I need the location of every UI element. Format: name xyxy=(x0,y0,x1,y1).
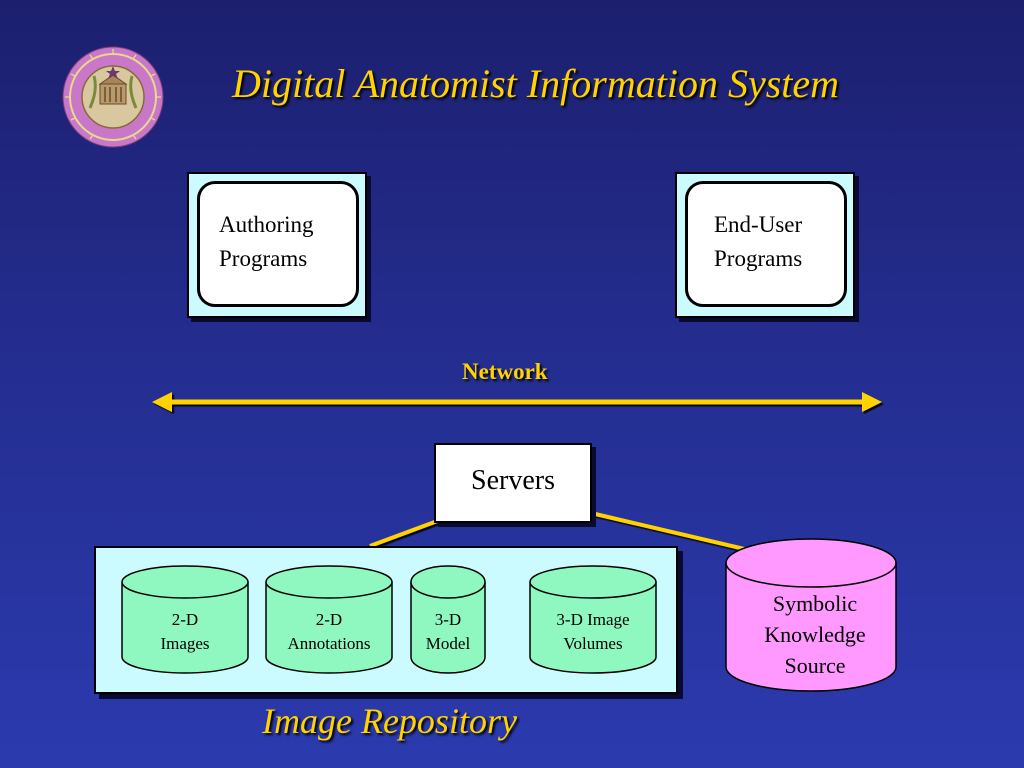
servers-label: Servers xyxy=(471,465,555,496)
label-2d-annotations-line2: Annotations xyxy=(287,634,371,653)
enduser-screen: End-User Programs xyxy=(685,181,847,307)
cylinder-3d-image-volumes xyxy=(529,565,657,674)
authoring-label-line2: Programs xyxy=(219,246,308,271)
cylinder-2d-images xyxy=(121,565,249,674)
cylinder-3d-model xyxy=(410,565,486,674)
knowledge-source-line1: Symbolic xyxy=(772,591,858,616)
knowledge-source-cylinder xyxy=(725,538,897,692)
label-2d-images: 2-D Images xyxy=(135,608,235,656)
authoring-screen: Authoring Programs xyxy=(197,181,359,307)
knowledge-source-line3: Source xyxy=(784,653,846,678)
image-repository-box: 2-D Images 2-D Annotations 3-D Model 3-D… xyxy=(94,546,678,694)
authoring-label-line1: Authoring xyxy=(219,212,314,237)
enduser-label-line1: End-User xyxy=(714,212,803,237)
label-3d-model: 3-D Model xyxy=(408,608,488,656)
knowledge-source-label: Symbolic Knowledge Source xyxy=(730,588,900,681)
label-3d-image-volumes-line1: 3-D Image xyxy=(556,610,630,629)
university-seal-icon xyxy=(62,46,164,148)
repository-connector xyxy=(369,518,441,548)
enduser-programs-box: End-User Programs xyxy=(675,172,855,318)
label-3d-model-line1: 3-D xyxy=(434,610,462,629)
label-3d-image-volumes-line2: Volumes xyxy=(563,634,623,653)
servers-box: Servers xyxy=(434,443,592,523)
enduser-label-line2: Programs xyxy=(714,246,803,271)
repository-cylinders xyxy=(121,565,657,674)
slide-title: Digital Anatomist Information System xyxy=(232,61,840,106)
network-label: Network xyxy=(462,359,548,384)
cylinder-2d-annotations xyxy=(265,565,393,674)
label-2d-annotations-line1: 2-D xyxy=(315,610,343,629)
label-2d-images-line1: 2-D xyxy=(171,610,199,629)
image-repository-title: Image Repository xyxy=(262,701,517,741)
knowledge-source-line2: Knowledge xyxy=(764,622,866,647)
network-arrow xyxy=(152,392,882,412)
label-3d-image-volumes: 3-D Image Volumes xyxy=(538,608,648,656)
label-3d-model-line2: Model xyxy=(425,634,471,653)
label-2d-images-line2: Images xyxy=(160,634,210,653)
label-2d-annotations: 2-D Annotations xyxy=(274,608,384,656)
authoring-programs-box: Authoring Programs xyxy=(187,172,367,318)
